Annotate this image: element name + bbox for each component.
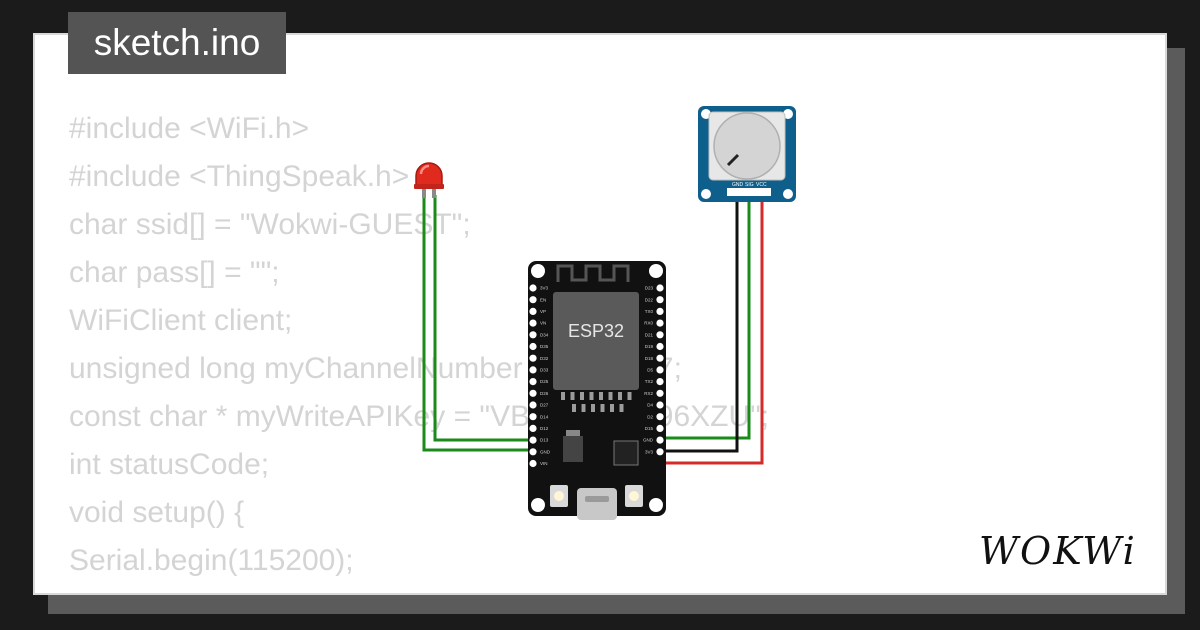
pin-label: EN: [540, 297, 546, 302]
pin-label: D34: [540, 332, 549, 337]
pot-pin-label-gnd: GND: [732, 182, 744, 188]
pin-pad[interactable]: [656, 307, 664, 315]
pin-pad[interactable]: [529, 413, 537, 421]
pot-pin-label-vcc: VCC: [756, 182, 767, 188]
pin-pad[interactable]: [656, 284, 664, 292]
pin-label: VN: [540, 321, 546, 326]
pin-pad[interactable]: [529, 307, 537, 315]
pin-pad[interactable]: [529, 366, 537, 374]
pin-pad[interactable]: [529, 436, 537, 444]
pin-pad[interactable]: [529, 448, 537, 456]
pin-pad[interactable]: [529, 424, 537, 432]
pin-label: D18: [645, 356, 654, 361]
code-line: #include <WiFi.h>: [69, 112, 310, 145]
pin-label: D13: [540, 438, 549, 443]
pin-label: D32: [540, 356, 549, 361]
pin-label: D12: [540, 426, 549, 431]
potentiometer-knob[interactable]: [713, 112, 781, 180]
code-line: char ssid[] = "Wokwi-GUEST";: [69, 208, 471, 241]
pin-pad[interactable]: [656, 448, 664, 456]
pin-pad[interactable]: [656, 319, 664, 327]
pin-label: RX0: [644, 321, 653, 326]
led-wires: [422, 195, 538, 452]
pin-pad[interactable]: [656, 413, 664, 421]
pin-pad[interactable]: [529, 354, 537, 362]
potentiometer-wires: [656, 190, 764, 465]
usb-port: [577, 488, 617, 520]
chip-label: ESP32: [568, 321, 624, 341]
code-line: char pass[] = "";: [69, 256, 280, 289]
pin-label: 3V3: [645, 449, 654, 454]
pin-label: D19: [645, 344, 654, 349]
potentiometer[interactable]: GND SIG VCC: [698, 106, 796, 202]
pin-pad[interactable]: [529, 378, 537, 386]
pin-label: D14: [540, 414, 549, 419]
esp32-chip: [553, 292, 639, 390]
pin-pad[interactable]: [529, 284, 537, 292]
pin-pad[interactable]: [656, 436, 664, 444]
pin-pad[interactable]: [656, 331, 664, 339]
code-line: WiFiClient client;: [69, 304, 293, 337]
boot-button[interactable]: [625, 485, 643, 507]
esp32-board[interactable]: ESP32 3V3ENVPVND34D35D32D33D25D26D27D14D…: [528, 261, 666, 520]
code-line: void setup() {: [69, 496, 245, 529]
pin-pad[interactable]: [656, 389, 664, 397]
pin-pad[interactable]: [656, 296, 664, 304]
wokwi-logo: WOKWi: [979, 529, 1137, 573]
code-line: #include <ThingSpeak.h>: [69, 160, 410, 193]
pin-label: D2: [647, 414, 653, 419]
pin-pad[interactable]: [656, 424, 664, 432]
pin-label: D22: [645, 297, 654, 302]
code-line: WiFi.mode(WIFI_STA);: [69, 585, 769, 593]
pin-label: D25: [540, 379, 549, 384]
pin-label: D4: [647, 403, 653, 408]
pin-label: D33: [540, 368, 549, 373]
pin-pad[interactable]: [656, 401, 664, 409]
pin-label: TX2: [645, 379, 654, 384]
pin-pad[interactable]: [529, 296, 537, 304]
pin-label: VP: [540, 309, 546, 314]
pin-pad[interactable]: [529, 342, 537, 351]
pin-label: RX2: [644, 391, 653, 396]
pin-label: D35: [540, 344, 549, 349]
pin-pad[interactable]: [529, 331, 537, 339]
pin-pad[interactable]: [529, 459, 537, 468]
pin-label: GND: [643, 438, 654, 443]
red-led[interactable]: [414, 162, 444, 198]
pin-label: D21: [645, 332, 654, 337]
pin-pad[interactable]: [656, 378, 664, 386]
pin-label: TX0: [645, 309, 654, 314]
pin-label: D15: [645, 426, 654, 431]
pin-label: 3V3: [540, 286, 549, 291]
pin-pad[interactable]: [529, 319, 537, 327]
pin-pad[interactable]: [529, 389, 537, 397]
pin-label: D26: [540, 391, 549, 396]
pin-pad[interactable]: [656, 366, 664, 374]
en-button[interactable]: [550, 485, 568, 507]
code-line: Serial.begin(115200);: [69, 544, 354, 577]
pin-pad[interactable]: [656, 354, 664, 362]
sketch-filename-label: sketch.ino: [68, 12, 286, 74]
pin-label: D23: [645, 286, 654, 291]
pin-label: VIN: [540, 461, 548, 466]
pot-pin-label-sig: SIG: [745, 182, 754, 188]
pin-label: D5: [647, 368, 653, 373]
pin-label: GND: [540, 449, 551, 454]
code-line: int statusCode;: [69, 448, 270, 481]
pin-pad[interactable]: [656, 342, 664, 351]
pin-label: D27: [540, 403, 549, 408]
wokwi-logo-text: WOKWi: [979, 529, 1137, 573]
pin-pad[interactable]: [529, 401, 537, 409]
